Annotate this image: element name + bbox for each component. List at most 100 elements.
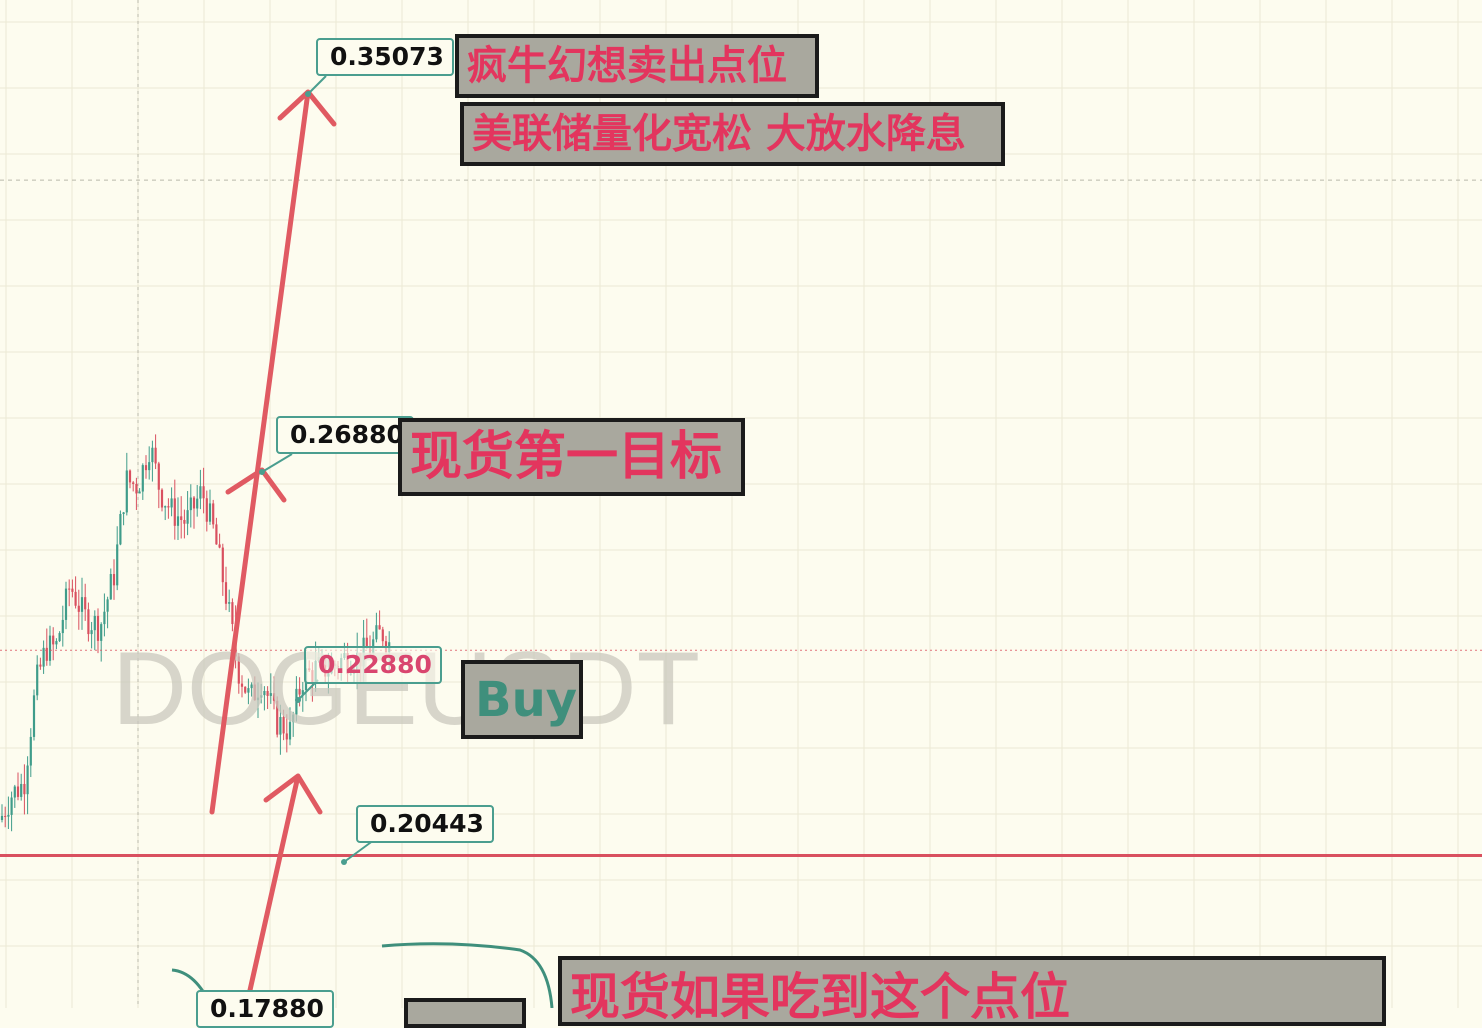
candle-body	[135, 483, 138, 494]
price-tag-first-target: 0.26880	[276, 416, 414, 454]
candle-body	[266, 690, 269, 696]
candle-body	[292, 714, 295, 723]
candle-body	[10, 797, 13, 815]
candle-body	[119, 514, 122, 545]
candle-body	[151, 447, 154, 463]
candle-body	[192, 497, 196, 509]
candle-body	[106, 599, 109, 612]
candle-body	[224, 582, 228, 604]
candle-body	[189, 497, 192, 511]
candle-body	[103, 611, 106, 625]
candle-body	[0, 815, 4, 820]
candle-body	[26, 765, 29, 795]
price-tag-current: 0.22880	[304, 646, 442, 684]
candle-body	[109, 574, 112, 600]
connector-support	[343, 839, 375, 863]
candle-body	[378, 625, 381, 630]
candle-body	[276, 700, 279, 735]
candle-body	[77, 605, 80, 612]
candle-body	[32, 695, 36, 737]
candle-body	[237, 656, 240, 684]
candle-body	[244, 686, 247, 693]
candle-body	[100, 624, 103, 641]
connector-sell-target	[307, 75, 327, 95]
candle-body	[253, 684, 256, 701]
candle-body	[68, 588, 71, 590]
candle-body	[228, 602, 231, 604]
candle-body	[13, 786, 16, 798]
candle-body	[231, 602, 234, 625]
candle-body	[381, 629, 384, 642]
candle-body	[301, 690, 304, 695]
candle-body	[160, 489, 164, 508]
candle-body	[218, 544, 221, 548]
candle-body	[212, 503, 215, 525]
candle-body	[55, 641, 58, 645]
note-bottom-left	[404, 998, 526, 1028]
candle-body	[90, 630, 93, 635]
candle-body	[122, 512, 125, 515]
candle-body	[282, 717, 285, 734]
candle-body	[112, 574, 116, 586]
candle-body	[170, 498, 173, 508]
candle-body	[132, 482, 135, 484]
candle-body	[148, 462, 151, 471]
candle-body	[269, 693, 272, 696]
candle-body	[186, 510, 189, 524]
candle-body	[61, 619, 64, 634]
connector-first-target	[261, 453, 293, 473]
candle-body	[288, 722, 292, 740]
candle-body	[52, 635, 55, 645]
candle-body	[250, 684, 253, 689]
candle-body	[221, 547, 224, 583]
candle-body	[42, 647, 45, 667]
note-fed-easing: 美联储量化宽松 大放水降息	[460, 102, 1005, 166]
candle-body	[247, 688, 250, 693]
candle-body	[45, 647, 48, 661]
candle-body	[58, 633, 61, 642]
candle-body	[48, 635, 52, 661]
price-tag-sell-target: 0.35073	[316, 38, 454, 76]
candle-body	[167, 506, 170, 508]
candle-body	[298, 688, 301, 695]
candle-body	[196, 498, 199, 509]
note-first-target: 现货第一目标	[398, 418, 745, 496]
candle-body	[279, 717, 282, 735]
candle-body	[74, 591, 77, 606]
candle-body	[173, 498, 176, 526]
note-sell-point: 疯牛幻想卖出点位	[455, 34, 819, 98]
candle-body	[4, 815, 7, 817]
candle-body	[183, 520, 186, 524]
candle-body	[16, 786, 20, 797]
candle-body	[20, 783, 23, 797]
candle-body	[93, 615, 96, 631]
candle-body	[87, 609, 90, 635]
candle-body	[202, 486, 205, 499]
candle-body	[116, 544, 119, 586]
candle-body	[256, 697, 260, 701]
candle-body	[263, 690, 266, 696]
candle-body	[144, 465, 148, 471]
candle-body	[272, 693, 276, 701]
candle-body	[64, 588, 68, 620]
candle-body	[154, 447, 157, 464]
candle-body	[205, 498, 208, 522]
candle-body	[240, 683, 244, 687]
candle-body	[84, 597, 87, 610]
candle-body	[80, 597, 84, 612]
candle-body	[199, 486, 202, 499]
price-tag-bottom: 0.17880	[196, 990, 334, 1028]
candle-body	[128, 470, 132, 483]
candle-body	[215, 524, 218, 545]
candle-body	[71, 588, 74, 592]
candle-body	[23, 783, 26, 795]
arrow-up-from-bottom	[243, 773, 323, 1008]
candle-body	[96, 615, 100, 641]
horizontal-levels	[0, 179, 1482, 857]
candle-body	[125, 470, 128, 513]
candle-body	[375, 625, 378, 640]
candle-body	[180, 516, 183, 521]
candle-body	[164, 506, 167, 508]
candle-body	[7, 814, 10, 817]
candle-body	[208, 503, 212, 522]
